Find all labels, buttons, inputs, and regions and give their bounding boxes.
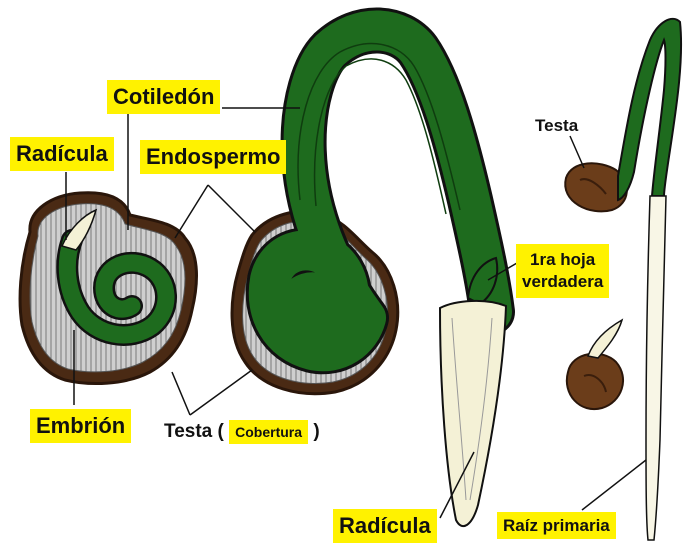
label-raiz-primaria: Raíz primaria <box>497 512 616 539</box>
tall-seedling-root <box>646 196 666 540</box>
label-primera-hoja-line1: 1ra hoja <box>522 249 603 271</box>
small-seed-bottom <box>567 320 623 409</box>
label-cotiledon: Cotiledón <box>107 80 220 114</box>
tall-seedling <box>618 19 681 540</box>
seed-1 <box>20 193 196 384</box>
tall-seedling-stem <box>618 19 681 200</box>
label-testa-cobertura: Testa ( Cobertura ) <box>164 420 320 444</box>
label-testa-suffix: ) <box>313 421 319 442</box>
label-primera-hoja: 1ra hoja verdadera <box>516 244 609 298</box>
label-endospermo: Endospermo <box>140 140 286 174</box>
label-primera-hoja-line2: verdadera <box>522 271 603 293</box>
label-cobertura: Cobertura <box>229 420 308 444</box>
label-testa-prefix: Testa ( <box>164 421 224 442</box>
label-testa-right: Testa <box>535 117 578 134</box>
label-radicula-bottom: Radícula <box>333 509 437 543</box>
label-radicula-top: Radícula <box>10 137 114 171</box>
seedling-radicle <box>440 301 506 526</box>
label-embrion: Embrión <box>30 409 131 443</box>
